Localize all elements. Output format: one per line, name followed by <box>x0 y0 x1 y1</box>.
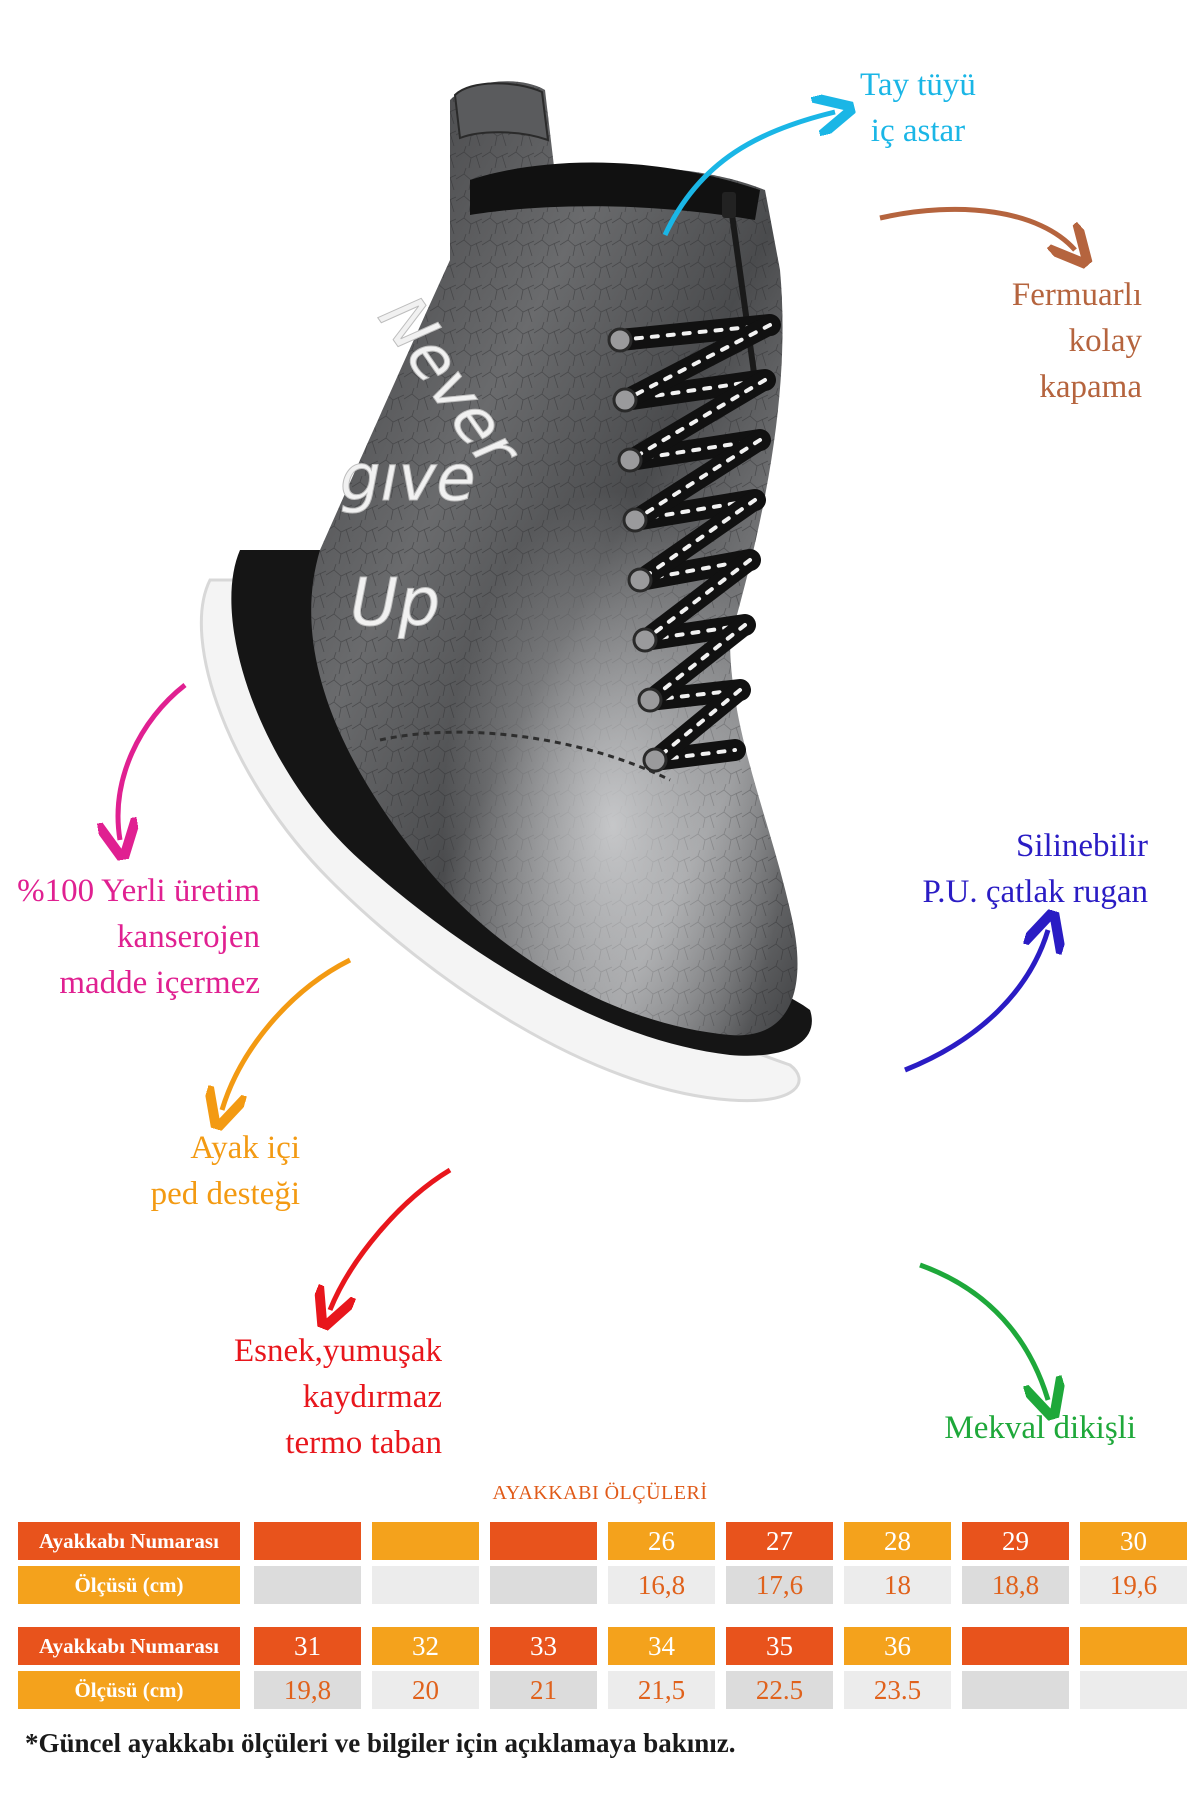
measure-cell: 22.5 <box>726 1671 833 1709</box>
arrow-cyan <box>662 112 835 237</box>
measure-cell: 18,8 <box>962 1566 1069 1604</box>
measure-row-label: Ölçüsü (cm) <box>18 1566 240 1604</box>
pull-tab <box>453 82 550 142</box>
toe-stitch <box>379 730 671 782</box>
measure-cell <box>962 1671 1069 1709</box>
measure-cell <box>1080 1671 1187 1709</box>
size-cell <box>1080 1627 1187 1665</box>
size-row-label: Ayakkabı Numarası <box>18 1627 240 1665</box>
label-ayak-ici: Ayak içi ped desteği <box>150 1130 300 1212</box>
size-cell: 36 <box>844 1627 951 1665</box>
arrow-orange <box>222 957 352 1110</box>
size-cell: 31 <box>254 1627 361 1665</box>
boot-illustration: Never gıve Up <box>199 81 812 1103</box>
zipper-pull <box>722 192 736 218</box>
label-fermuarli: Fermuarlı kolay kapama <box>1011 277 1142 405</box>
arrow-red <box>330 1167 452 1310</box>
laces <box>609 314 781 771</box>
size-cell: 35 <box>726 1627 833 1665</box>
size-cell: 34 <box>608 1627 715 1665</box>
collar-lining <box>470 162 760 220</box>
arrow-blue <box>904 930 1048 1073</box>
size-row-label: Ayakkabı Numarası <box>18 1522 240 1560</box>
footnote: *Güncel ayakkabı ölçüleri ve bilgiler iç… <box>25 1728 736 1758</box>
measure-cell: 20 <box>372 1671 479 1709</box>
embroidery-line-2: gıve <box>340 442 476 516</box>
size-cell: 29 <box>962 1522 1069 1560</box>
size-cell: 32 <box>372 1627 479 1665</box>
arrow-brown <box>879 206 1075 250</box>
measure-cell: 19,6 <box>1080 1566 1187 1604</box>
eyelets <box>607 327 668 773</box>
measure-cell: 21,5 <box>608 1671 715 1709</box>
label-yerli-uretim: %100 Yerli üretim kanserojen madde içerm… <box>17 873 260 1001</box>
embroidery-line-3: Up <box>350 564 440 641</box>
measure-cell: 18 <box>844 1566 951 1604</box>
size-cell: 26 <box>608 1522 715 1560</box>
label-esnek-taban: Esnek,yumuşak kaydırmaz termo taban <box>233 1333 442 1461</box>
measure-cell <box>372 1566 479 1604</box>
measure-cell: 23.5 <box>844 1671 951 1709</box>
size-cell <box>490 1522 597 1560</box>
measure-cell: 16,8 <box>608 1566 715 1604</box>
arrow-green <box>919 1262 1048 1400</box>
size-cell <box>962 1627 1069 1665</box>
size-cell: 33 <box>490 1627 597 1665</box>
size-table-title: AYAKKABI ÖLÇÜLERİ <box>492 1482 708 1504</box>
size-cell: 28 <box>844 1522 951 1560</box>
arrow-magenta <box>118 683 187 840</box>
label-mekval: Mekval dikişli <box>944 1410 1136 1446</box>
measure-row-label: Ölçüsü (cm) <box>18 1671 240 1709</box>
size-cell <box>254 1522 361 1560</box>
size-cell: 30 <box>1080 1522 1187 1560</box>
zipper <box>727 199 758 381</box>
measure-cell: 17,6 <box>726 1566 833 1604</box>
measure-cell: 21 <box>490 1671 597 1709</box>
size-cell <box>372 1522 479 1560</box>
measure-cell: 19,8 <box>254 1671 361 1709</box>
label-silinebilir: Silinebilir P.U. çatlak rugan <box>922 828 1148 910</box>
label-tay-tuyu: Tay tüyü iç astar <box>860 67 976 149</box>
measure-cell <box>254 1566 361 1604</box>
size-cell: 27 <box>726 1522 833 1560</box>
measure-cell <box>490 1566 597 1604</box>
